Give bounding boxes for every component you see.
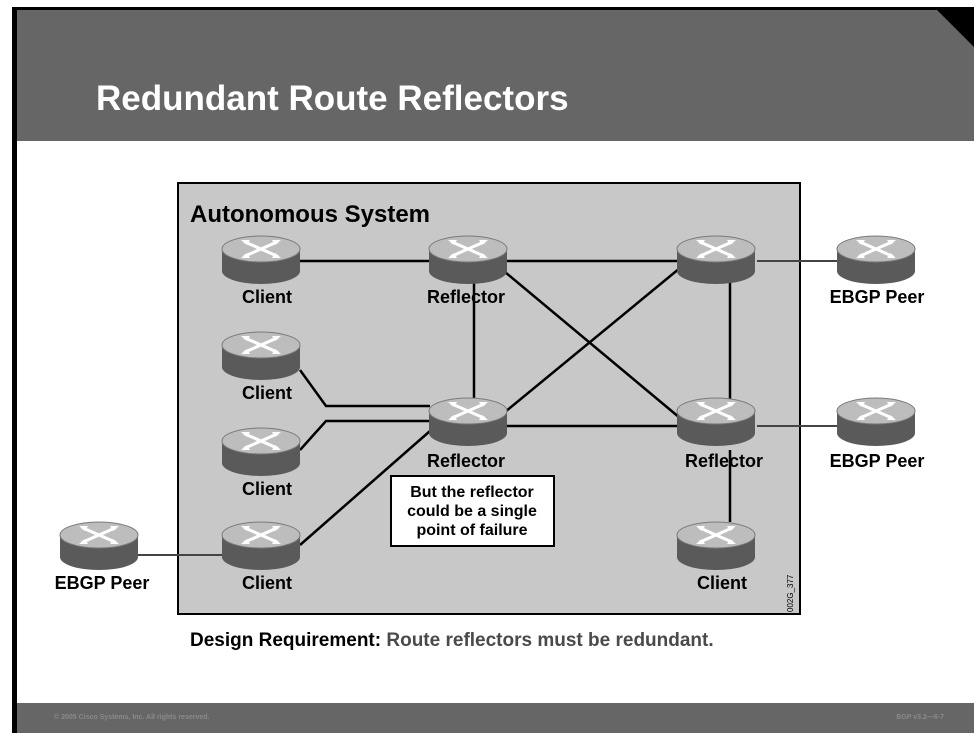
router-client-4 xyxy=(220,520,302,572)
ebgp-links xyxy=(138,260,838,556)
link-reflector1-reflector3 xyxy=(504,271,681,419)
label-client-2: Client xyxy=(242,383,292,403)
label-ebgp-peer-3: EBGP Peer xyxy=(55,573,150,593)
router-icon xyxy=(427,396,509,448)
copyright: © 2005 Cisco Systems, Inc. All rights re… xyxy=(54,714,210,721)
label-reflector-2: Reflector xyxy=(427,451,505,471)
router-icon xyxy=(835,396,917,448)
router-icon xyxy=(675,520,757,572)
label-client-5: Client xyxy=(697,573,747,593)
label-reflector-1: Reflector xyxy=(427,287,505,307)
label-client-1: Client xyxy=(242,287,292,307)
design-requirement: Design Requirement: Route reflectors mus… xyxy=(190,630,714,652)
figure-id: 002G_377 xyxy=(786,574,795,612)
left-rule xyxy=(12,7,17,733)
router-icon xyxy=(675,234,757,286)
router-reflector-1 xyxy=(427,234,509,286)
router-ebgp-peer-2 xyxy=(835,396,917,448)
router-icon xyxy=(220,330,302,382)
label-ebgp-peer-1: EBGP Peer xyxy=(830,287,925,307)
slide-number: BGP v3.2—6-7 xyxy=(896,714,944,721)
note-line-1: But the reflector xyxy=(410,484,534,501)
label-ebgp-peer-2: EBGP Peer xyxy=(830,451,925,471)
footer-bar: © 2005 Cisco Systems, Inc. All rights re… xyxy=(17,703,974,733)
router-ebgp-peer-3 xyxy=(58,520,140,572)
router-icon xyxy=(220,426,302,478)
link-client3-reflector2 xyxy=(299,419,430,451)
router-reflector-3 xyxy=(675,396,757,448)
label-client-3: Client xyxy=(242,479,292,499)
title-bar xyxy=(17,7,974,141)
caption-text: Route reflectors must be redundant. xyxy=(386,630,714,651)
router-icon xyxy=(220,520,302,572)
router-icon xyxy=(675,396,757,448)
router-client-5 xyxy=(675,520,757,572)
router-top-right xyxy=(675,234,757,286)
router-client-1 xyxy=(220,234,302,286)
router-icon xyxy=(220,234,302,286)
links xyxy=(298,259,732,546)
slide-title: Redundant Route Reflectors xyxy=(96,79,569,118)
caption-label: Design Requirement: xyxy=(190,630,382,651)
router-icon xyxy=(835,234,917,286)
link-client4-reflector2 xyxy=(299,430,431,546)
label-client-4: Client xyxy=(242,573,292,593)
label-reflector-3: Reflector xyxy=(685,451,763,471)
router-reflector-2 xyxy=(427,396,509,448)
top-rule xyxy=(12,7,974,10)
as-label: Autonomous System xyxy=(190,201,430,228)
link-reflector2-topright xyxy=(504,267,681,413)
router-client-3 xyxy=(220,426,302,478)
failure-note-box xyxy=(390,475,555,547)
router-icon xyxy=(58,520,140,572)
link-client2-reflector2 xyxy=(298,369,430,408)
router-icon xyxy=(427,234,509,286)
note-line-3: point of failure xyxy=(416,522,527,539)
failure-note: But the reflector could be a single poin… xyxy=(390,475,555,547)
note-line-2: could be a single xyxy=(407,503,537,520)
corner-triangle xyxy=(937,10,974,47)
router-client-2 xyxy=(220,330,302,382)
router-ebgp-peer-1 xyxy=(835,234,917,286)
